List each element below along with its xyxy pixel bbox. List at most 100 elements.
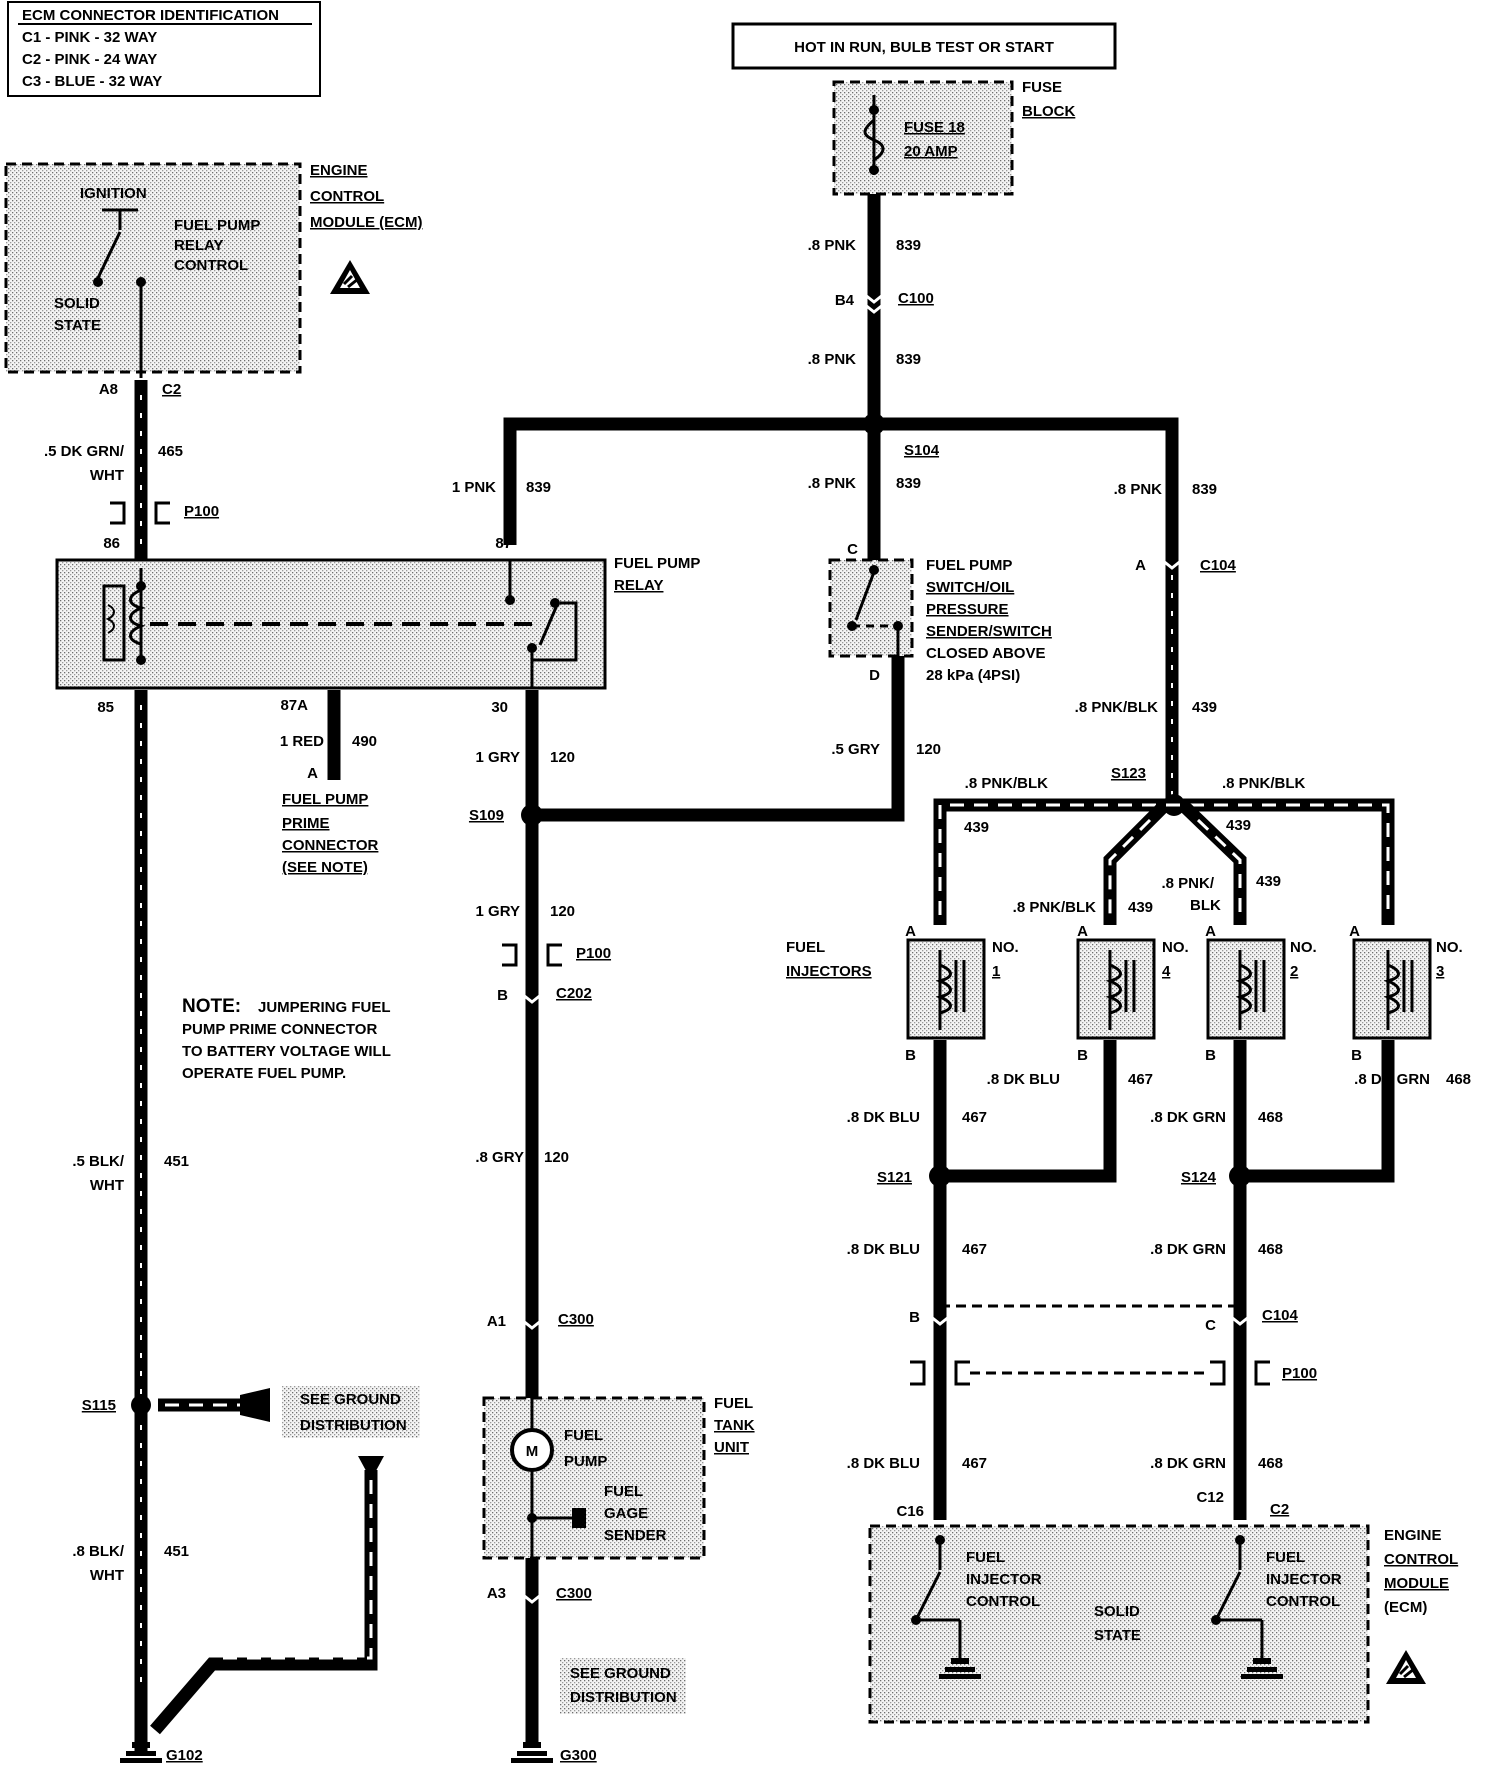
wire-468-a: 468 [1446,1071,1471,1088]
wire-pnk-2: .8 PNK [808,351,857,368]
switch-l5: CLOSED ABOVE [926,645,1045,662]
ecm-top-name-1: ENGINE [310,162,368,179]
switch-l3: PRESSURE [926,601,1009,618]
ground-g300-icon [511,1742,553,1763]
wire-pnkblk-b: .8 PNK/BLK [965,775,1049,792]
wire-08-gry: .8 GRY [475,1149,524,1166]
fuse-20-amp: 20 AMP [904,143,958,160]
ecm-id-line-1: C1 - PINK - 32 WAY [22,29,157,46]
ground-g300: G300 [560,1747,597,1764]
ground-see-3: SEE GROUND [570,1665,671,1682]
connector-p100-a: P100 [184,503,219,520]
wire-490: 87A 1 RED 490 A FUEL PUMP PRIME CONNECTO… [280,690,379,876]
wire-120: 30 1 GRY 120 S109 .5 GRY 120 1 GRY 120 P… [469,650,941,1405]
tank-pump-1: FUEL [564,1427,603,1444]
wire-467-b: 467 [962,1109,987,1126]
ecm-top-name-3: MODULE (ECM) [310,214,423,231]
splice-s109: S109 [469,807,504,824]
wire-pnk-4: .8 PNK [1114,481,1163,498]
pin-b-c202: B [497,987,508,1004]
ecm-ctrl-2b: INJECTOR [1266,1571,1342,1588]
relay-pin-87: 87 [495,535,512,552]
tank-l1: FUEL [714,1395,753,1412]
ecm-solid-b2: STATE [1094,1627,1141,1644]
injectors-title-2: INJECTORS [786,963,872,980]
inj1-pin-b: B [905,1047,916,1064]
tank-l2: TANK [714,1417,755,1434]
wire-467-a: 467 [1128,1071,1153,1088]
wire-pnkblk-c: .8 PNK/BLK [1222,775,1306,792]
wire-pnk-3: .8 PNK [808,475,857,492]
ecm-bottom-name-1: ENGINE [1384,1527,1442,1544]
pin-c-c104: C [1205,1317,1216,1334]
motor-m: M [526,1443,539,1460]
ground-see-2: DISTRIBUTION [300,1417,407,1434]
connector-p100-c: P100 [1282,1365,1317,1382]
wire-1-red: 1 RED [280,733,324,750]
fuse-block [832,80,1014,196]
wire-blkwht-08-2: WHT [90,1567,124,1584]
ecm-ctrl-1b: FUEL [1266,1549,1305,1566]
inj3-num: 3 [1436,963,1444,980]
ecm-ctrl-2a: INJECTOR [966,1571,1042,1588]
note-l2: PUMP PRIME CONNECTOR [182,1021,377,1038]
splice-s124: S124 [1181,1169,1217,1186]
wire-439-d: 439 [1128,899,1153,916]
connector-c100: C100 [898,290,934,307]
inj3-no: NO. [1436,939,1463,956]
switch-l2: SWITCH/OIL [926,579,1014,596]
note-l4: OPERATE FUEL PUMP. [182,1065,346,1082]
note-block: NOTE: JUMPERING FUEL PUMP PRIME CONNECTO… [182,996,391,1082]
pin-c16: C16 [896,1503,924,1520]
wire-839-2: 839 [896,351,921,368]
relay-pin-85: 85 [97,699,114,716]
wire-839-1: 839 [896,237,921,254]
ecm-ctrl-3a: CONTROL [966,1593,1040,1610]
wire-439-a: 439 [1192,699,1217,716]
fuel-tank-unit: M FUEL PUMP FUEL GAGE SENDER FUEL TANK U… [482,1395,755,1560]
fuel-injectors: FUEL INJECTORS A B NO. 1 A B NO. 4 [786,923,1463,1064]
wires-467-468: .8 DK BLU 467 .8 DK GRN 468 .8 DK BLU 46… [847,1040,1471,1520]
relay-pin-30: 30 [491,699,508,716]
ecm-bottom-name-4: (ECM) [1384,1599,1427,1616]
relay-label-2: RELAY [614,577,663,594]
switch-pin-c: C [847,541,858,558]
wire-dkgrn-c: .8 DK GRN [1150,1241,1226,1258]
fuse-icon [863,118,885,162]
wire-467-c: 467 [962,1241,987,1258]
pin-b-c104: B [909,1309,920,1326]
connector-c300-a: C300 [558,1311,594,1328]
tank-pump-2: PUMP [564,1453,607,1470]
connector-p100-b: P100 [576,945,611,962]
wire-120-d: 120 [544,1149,569,1166]
injector-no-2: A B NO. 2 [1205,923,1317,1064]
wire-439-b: 439 [964,819,989,836]
fuse-block-label-1: FUSE [1022,79,1062,96]
tank-gage-3: SENDER [604,1527,667,1544]
wire-120-c: 120 [550,903,575,920]
connector-c104-a: C104 [1200,557,1237,574]
wire-pnk-1: .8 PNK [808,237,857,254]
pin-a1: A1 [487,1313,506,1330]
fuel-pump-relay: 87 FUEL PUMP RELAY [55,535,700,690]
wire-1-pnk: 1 PNK [452,479,496,496]
wire-465-code: 465 [158,443,183,460]
pin-a8: A8 [99,381,118,398]
relay-pin-87a: 87A [280,697,308,714]
tank-gage-2: GAGE [604,1505,648,1522]
ecm-relay-ctrl-1: FUEL PUMP [174,217,260,234]
wire-1-gry-a: 1 GRY [476,749,520,766]
splice-s123: S123 [1111,765,1146,782]
wire-490-code: 490 [352,733,377,750]
ecm-id-line-2: C2 - PINK - 24 WAY [22,51,157,68]
pin-c12: C12 [1196,1489,1224,1506]
inj1-no: NO. [992,939,1019,956]
ecm-solid-b1: SOLID [1094,1603,1140,1620]
wire-blkwht-08-1: .8 BLK/ [72,1543,125,1560]
esd-warning-icon [328,258,372,296]
ecm-bottom-name-2: CONTROL [1384,1551,1458,1568]
ecm-ctrl-1a: FUEL [966,1549,1005,1566]
switch-pin-d: D [869,667,880,684]
ecm-relay-ctrl-2: RELAY [174,237,223,254]
wire-451-b: 451 [164,1543,189,1560]
